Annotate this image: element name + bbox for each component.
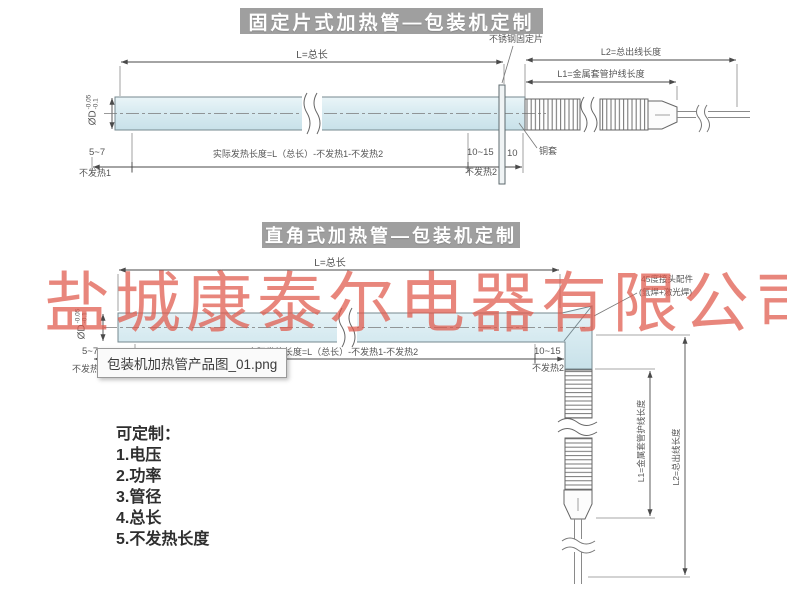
customization-item: 2.功率 bbox=[116, 468, 162, 485]
joint-leader bbox=[593, 292, 638, 317]
bottom-l1-label: L1=金属套管护线长度 bbox=[636, 399, 646, 483]
bottom-l2-label: L2=总出线长度 bbox=[671, 428, 681, 486]
miter-line bbox=[563, 306, 592, 342]
top-l2-label: L2=总出线长度 bbox=[600, 47, 662, 57]
lead-wires-vertical bbox=[561, 519, 596, 584]
break-symbol bbox=[302, 92, 322, 135]
bottom-nonheat2-label: 不发热2 bbox=[532, 363, 565, 373]
extension-lines bbox=[117, 274, 690, 578]
customization-item: 1.电压 bbox=[116, 447, 162, 464]
end-connector bbox=[647, 100, 678, 130]
bottom-seg-left-label: 5~7 bbox=[82, 346, 99, 357]
tolerance-upper: -0.05 bbox=[74, 308, 82, 324]
break-symbol bbox=[337, 307, 357, 348]
top-seg-left-label: 5~7 bbox=[89, 147, 106, 158]
corrugated-sleeve-vertical bbox=[557, 369, 598, 491]
customization-title: 可定制： bbox=[116, 426, 181, 443]
section-title-right-angle: 直角式加热管—包装机定制 bbox=[262, 222, 520, 248]
top-diameter-label: ØD -0.05 -0.1 bbox=[85, 95, 99, 126]
tolerance-lower: -0.1 bbox=[92, 98, 100, 110]
customization-list: 可定制： 1.电压 2.功率 3.管径 4.总长 5.不发热长度 bbox=[116, 424, 209, 550]
right-angle-heater-diagram bbox=[94, 267, 690, 584]
copper-sleeve-leader bbox=[518, 122, 538, 149]
diameter-symbol: ØD bbox=[86, 110, 98, 126]
filename-tooltip: 包装机加热管产品图_01.png bbox=[97, 348, 288, 378]
tolerance-lower: -0.1 bbox=[81, 312, 89, 324]
fixed-plate-heater-diagram bbox=[91, 45, 750, 185]
customization-item: 5.不发热长度 bbox=[116, 531, 210, 548]
diameter-symbol: ØD bbox=[75, 324, 87, 340]
customization-item: 3.管径 bbox=[116, 489, 162, 506]
top-l1-label: L1=金属套管护线长度 bbox=[557, 69, 645, 79]
top-nonheat2-label: 不发热2 bbox=[465, 167, 498, 177]
top-fixing-plate-label: 不锈钢固定片 bbox=[489, 34, 544, 44]
bottom-seg-right-label: 10~15 bbox=[534, 346, 561, 357]
tolerance-upper: -0.05 bbox=[85, 94, 93, 110]
corrugated-sleeve bbox=[524, 96, 649, 133]
top-seg-right-label: 10~15 bbox=[467, 147, 494, 158]
bottom-heating-formula: 实际发热长度=L（总长）-不发热1-不发热2 bbox=[247, 347, 419, 357]
fixing-plate-leader bbox=[501, 45, 514, 84]
fixing-plate bbox=[498, 84, 506, 185]
joint-label-line1: 45度接头配件 bbox=[641, 274, 693, 284]
top-nonheat1-label: 不发热1 bbox=[79, 168, 112, 178]
top-total-length-label: L=总长 bbox=[296, 50, 328, 61]
top-seg-end-label: 10 bbox=[507, 148, 518, 159]
joint-label-line2: (氩焊+激光焊) bbox=[639, 287, 693, 297]
bottom-nonheat1-label: 不发热1 bbox=[72, 364, 105, 374]
customization-item: 4.总长 bbox=[116, 510, 162, 527]
bottom-diameter-label: ØD -0.05 -0.1 bbox=[74, 309, 88, 340]
dimension-lines bbox=[93, 57, 736, 172]
extension-lines bbox=[91, 64, 738, 173]
top-heating-formula: 实际发热长度=L（总长）-不发热1-不发热2 bbox=[212, 149, 384, 159]
end-connector bbox=[563, 489, 593, 520]
copper-sleeve-label: 铜套 bbox=[539, 146, 558, 156]
lead-wires bbox=[677, 104, 750, 133]
bottom-total-length-label: L=总长 bbox=[314, 258, 346, 269]
section-title-fixed-plate: 固定片式加热管—包装机定制 bbox=[240, 8, 543, 34]
